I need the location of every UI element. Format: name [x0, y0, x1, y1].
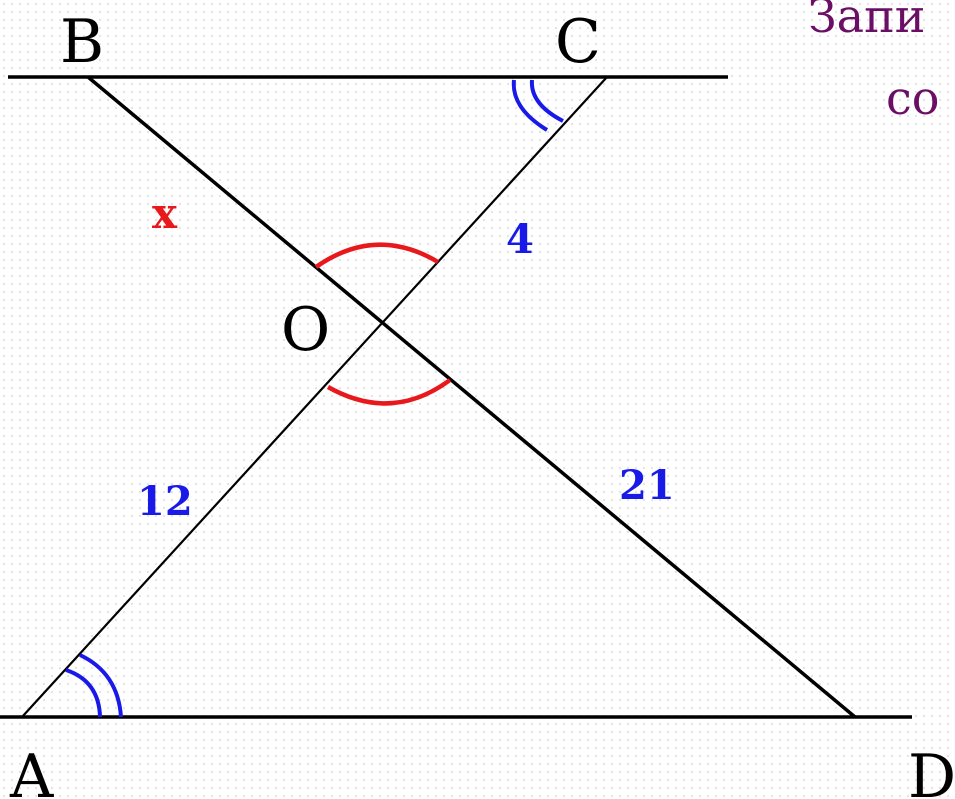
segment-label-bo: x	[152, 189, 178, 238]
segment-bd	[86, 75, 857, 719]
segment-ca	[21, 76, 608, 718]
angle-c-arc-outer	[511, 79, 549, 132]
side-text-line1: Запи	[808, 0, 925, 43]
point-label-c: C	[555, 7, 601, 77]
side-text-line2: со	[886, 71, 939, 125]
vertical-angle-arc-top	[314, 242, 440, 269]
point-label-b: B	[60, 7, 104, 77]
angle-a-arc-inner	[65, 668, 102, 718]
vertical-angle-arc-bottom	[326, 378, 452, 406]
point-label-o: O	[281, 295, 330, 365]
angle-a-arc-outer	[79, 653, 123, 718]
segment-label-od: 21	[619, 462, 675, 509]
segment-label-ao: 12	[137, 478, 193, 525]
point-label-a: A	[9, 742, 54, 799]
angle-c-arc-inner	[529, 79, 564, 123]
segment-label-co: 4	[506, 216, 534, 263]
point-label-d: D	[908, 742, 955, 799]
